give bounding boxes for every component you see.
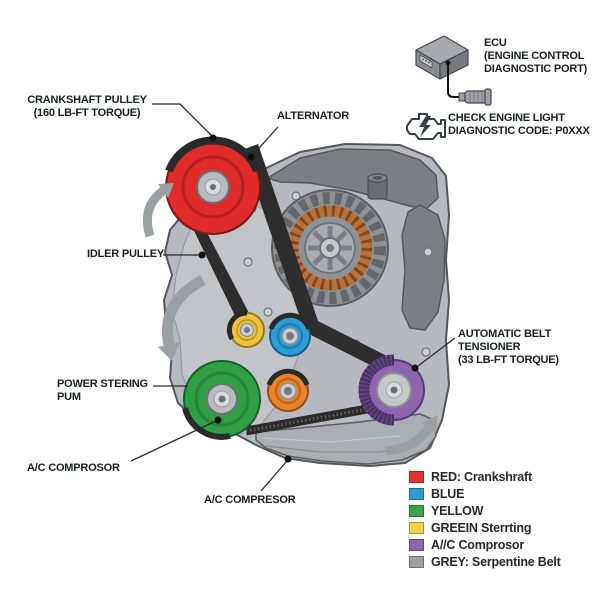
legend-label-green: YELLOW	[431, 504, 484, 518]
legend-item-grey: GREY: Serpentine Belt	[409, 554, 561, 570]
label-belt-tensioner: AUTOMATIC BELT TENSIONER (33 LB-FT TORQU…	[458, 328, 559, 366]
label-crankshaft-line2: (160 LB-FT TORQUE)	[33, 107, 141, 119]
ecu-icon	[415, 35, 469, 80]
legend-label-yellow: GREEIN Sterrting	[431, 521, 532, 535]
legend-color-chip-purple	[409, 539, 424, 551]
legend-color-chip-red	[409, 471, 424, 483]
tensioner-pulley-purple	[358, 354, 425, 426]
check-engine-icon	[406, 113, 446, 140]
rotation-arrow-bottom-right	[385, 415, 438, 456]
legend-color-chip-yellow	[409, 522, 424, 534]
label-ac-compressor-bottom: A/C COMPRESOR	[204, 494, 296, 506]
legend-color-chip-grey	[409, 556, 424, 568]
legend-item-purple: A//C Comprosor	[409, 537, 561, 553]
legend-color-chip-green	[409, 505, 424, 517]
water-pump-pulley-blue	[268, 312, 312, 357]
legend-color-chip-blue	[409, 488, 424, 500]
leader-dots	[198, 134, 419, 463]
label-crankshaft-pulley: CRANKSHAFT PULLEY (160 LB-FT TORQUE)	[20, 94, 154, 120]
legend-item-green: YELLOW	[409, 503, 561, 519]
legend-label-grey: GREY: Serpentine Belt	[431, 555, 561, 569]
label-check-engine: CHECK ENGINE LIGHT DIAGNOSTIC CODE: P0XX…	[448, 112, 590, 137]
diagnostic-connector-icon	[445, 60, 492, 106]
label-crankshaft-line1: CRANKSHAFT PULLEY	[27, 94, 147, 106]
rotation-arrow-middle	[158, 275, 206, 361]
leader-lines	[130, 103, 456, 492]
rotation-arrow-top	[142, 183, 174, 238]
crankshaft-pulley	[165, 136, 261, 235]
label-ac-compressor-left: A/C COMPROSOR	[27, 462, 120, 474]
legend-item-yellow: GREEIN Sterrting	[409, 520, 561, 536]
label-power-steering: POWER STERING PUM	[57, 378, 148, 403]
idler-pulley-yellow	[226, 310, 265, 348]
legend-item-blue: BLUE	[409, 486, 561, 502]
legend-label-purple: A//C Comprosor	[431, 538, 525, 552]
ac-compressor-pulley-orange	[266, 368, 310, 412]
label-ecu: ECU (ENGINE CONTROL DIAGNOSTIC PORT)	[484, 37, 588, 75]
legend-label-blue: BLUE	[431, 487, 465, 501]
legend-label-red: RED: Crankshraft	[431, 470, 532, 484]
label-alternator: ALTERNATOR	[277, 110, 349, 122]
engine-stub	[367, 173, 388, 200]
power-steering-pulley	[182, 360, 261, 440]
label-idler-pulley: IDLER PULLEY	[87, 248, 165, 260]
legend-item-red: RED: Crankshraft	[409, 469, 561, 485]
